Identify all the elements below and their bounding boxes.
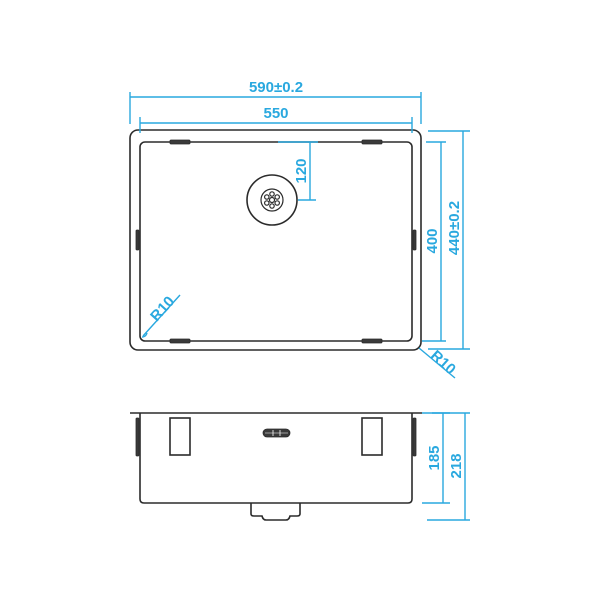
dimension-overall-width: 590±0.2 bbox=[129, 79, 422, 124]
dimension-drain-offset: 120 bbox=[278, 141, 318, 201]
mounting-clip-bottom-right bbox=[361, 338, 383, 344]
inner-width-label: 550 bbox=[263, 105, 288, 122]
overall-depth-label: 440±0.2 bbox=[446, 201, 463, 255]
dimension-inner-width: 550 bbox=[139, 105, 413, 133]
dimension-inner-depth: 400 bbox=[422, 141, 446, 342]
overall-width-label: 590±0.2 bbox=[249, 79, 303, 96]
inner-basin-outline bbox=[139, 141, 413, 342]
drain-icon bbox=[246, 174, 298, 226]
top-view: 590±0.2 550 120 400 440±0.2 bbox=[129, 79, 470, 379]
inner-radius-label: R10 bbox=[147, 293, 178, 325]
overall-height-label: 218 bbox=[448, 453, 465, 478]
side-view: 185 218 bbox=[130, 412, 470, 521]
dimension-outer-radius: R10 bbox=[418, 347, 459, 379]
dimension-overall-depth: 440±0.2 bbox=[428, 130, 470, 350]
overflow-slot-icon bbox=[262, 428, 291, 438]
side-clip-left bbox=[135, 417, 140, 457]
dimension-bowl-depth: 185 bbox=[422, 412, 450, 504]
drain-trap-outline bbox=[250, 503, 301, 521]
mounting-clip-top-left bbox=[169, 139, 191, 145]
mounting-clip-right bbox=[412, 229, 417, 251]
mounting-clip-top-right bbox=[361, 139, 383, 145]
dimension-inner-radius: R10 bbox=[141, 293, 181, 338]
mounting-clip-bottom-left bbox=[169, 338, 191, 344]
outer-rim-outline bbox=[129, 129, 422, 351]
mounting-clip-left bbox=[135, 229, 140, 251]
side-clip-right bbox=[412, 417, 417, 457]
drain-offset-label: 120 bbox=[293, 158, 310, 183]
dimension-overall-height: 218 bbox=[427, 412, 470, 521]
bowl-body-outline bbox=[139, 413, 413, 504]
bracket-right bbox=[361, 417, 383, 456]
inner-depth-label: 400 bbox=[424, 228, 441, 253]
bracket-left bbox=[169, 417, 191, 456]
outer-radius-label: R10 bbox=[427, 347, 459, 378]
bowl-depth-label: 185 bbox=[426, 445, 443, 470]
